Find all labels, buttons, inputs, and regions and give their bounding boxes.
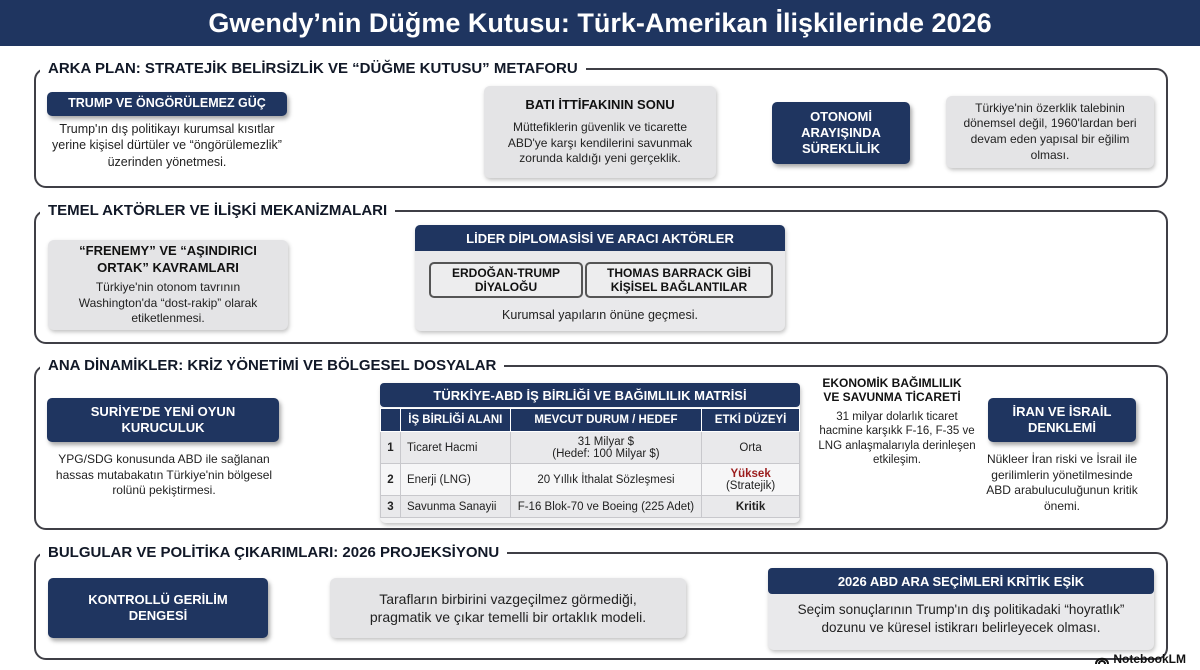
section-actors-title: TEMEL AKTÖRLER VE İLİŞKİ MEKANİZMALARI (40, 202, 396, 219)
iran-text: Nükleer İran riski ve İsrail ile gerilim… (986, 452, 1138, 513)
frenemy-card: “FRENEMY” VE “AŞINDIRICI ORTAK” KAVRAMLA… (48, 240, 288, 330)
economic-text: 31 milyar dolarlık ticaret hacmine karşı… (818, 411, 976, 467)
row-impact: Orta (701, 431, 800, 464)
row-number: 1 (380, 431, 401, 464)
autonomy-label: OTONOMİ ARAYIŞINDA SÜREKLİLİK (772, 102, 910, 164)
matrix-table: İŞ BİRLİĞİ ALANI MEVCUT DURUM / HEDEF ET… (380, 408, 800, 518)
row-impact: Kritik (701, 495, 800, 518)
section-dynamics-title: ANA DİNAMİKLER: KRİZ YÖNETİMİ VE BÖLGESE… (40, 357, 505, 374)
model-card: Tarafların birbirini vazgeçilmez görmedi… (330, 578, 686, 638)
page-header: Gwendy’nin Düğme Kutusu: Türk-Amerikan İ… (0, 0, 1200, 46)
notebooklm-icon (1095, 657, 1110, 665)
row-area: Ticaret Hacmi (399, 431, 511, 464)
frenemy-title: “FRENEMY” VE “AŞINDIRICI ORTAK” KAVRAMLA… (79, 243, 257, 276)
matrix-header-no (380, 408, 401, 432)
section-background-title: ARKA PLAN: STRATEJİK BELİRSİZLİK VE “DÜĞ… (40, 60, 586, 77)
matrix-header-impact: ETKİ DÜZEYİ (701, 408, 800, 432)
notebooklm-logo: NotebookLM (1095, 652, 1186, 666)
leader-footer: Kurumsal yapıların önüne geçmesi. (502, 308, 698, 322)
row-status: 31 Milyar $(Hedef: 100 Milyar $) (509, 431, 703, 464)
leader-card: LİDER DİPLOMASİSİ VE ARACI AKTÖRLER ERDO… (415, 225, 785, 331)
row-area: Enerji (LNG) (399, 463, 511, 496)
row-status-line2: (Hedef: 100 Milyar $) (552, 447, 660, 460)
syria-label: SURİYE'DE YENİ OYUN KURUCULUK (47, 398, 279, 442)
syria-text: YPG/SDG konusunda ABD ile sağlanan hassa… (55, 452, 273, 498)
elections-header: 2026 ABD ARA SEÇİMLERİ KRİTİK EŞİK (768, 568, 1154, 594)
barrack-box: THOMAS BARRACK GİBİ KİŞİSEL BAĞLANTILAR (585, 262, 773, 298)
section-findings-title: BULGULAR VE POLİTİKA ÇIKARIMLARI: 2026 P… (40, 544, 508, 561)
row-number: 3 (380, 495, 401, 518)
row-impact-note: (Stratejik) (725, 479, 776, 492)
row-area: Savunma Sanayii (399, 495, 511, 518)
page-title: Gwendy’nin Düğme Kutusu: Türk-Amerikan İ… (208, 7, 992, 38)
economic-title: EKONOMİK BAĞIMLILIK VE SAVUNMA TİCARETİ (822, 376, 962, 404)
nato-title: BATI İTTİFAKININ SONU (525, 97, 675, 113)
trump-label: TRUMP VE ÖNGÖRÜLEMEZ GÜÇ (47, 92, 287, 116)
row-status-line1: 31 Milyar $ (577, 435, 635, 448)
nato-card: BATI İTTİFAKININ SONU Müttefiklerin güve… (484, 86, 716, 178)
matrix-header-status: MEVCUT DURUM / HEDEF (509, 408, 703, 432)
iran-label: İRAN VE İSRAİL DENKLEMİ (988, 398, 1136, 442)
balance-label: KONTROLLÜ GERİLİM DENGESİ (48, 578, 268, 638)
row-number: 2 (380, 463, 401, 496)
elections-card: 2026 ABD ARA SEÇİMLERİ KRİTİK EŞİK Seçim… (768, 568, 1154, 650)
nato-text: Müttefiklerin güvenlik ve ticarette ABD'… (507, 120, 693, 166)
row-impact: Yüksek(Stratejik) (701, 463, 800, 496)
row-status: F-16 Blok-70 ve Boeing (225 Adet) (509, 495, 703, 518)
erdogan-trump-box: ERDOĞAN-TRUMP DİYALOĞU (429, 262, 583, 298)
row-status: 20 Yıllık İthalat Sözleşmesi (509, 463, 703, 496)
table-row: 2 Enerji (LNG) 20 Yıllık İthalat Sözleşm… (380, 463, 800, 496)
elections-text: Seçim sonuçlarının Trump'ın dış politika… (797, 602, 1125, 635)
matrix-header-area: İŞ BİRLİĞİ ALANI (399, 408, 511, 432)
brand-label: NotebookLM (1113, 652, 1186, 666)
matrix-title: TÜRKİYE-ABD İŞ BİRLİĞİ VE BAĞIMLILIK MAT… (380, 383, 800, 407)
table-row: 1 Ticaret Hacmi 31 Milyar $(Hedef: 100 M… (380, 431, 800, 464)
table-row: 3 Savunma Sanayii F-16 Blok-70 ve Boeing… (380, 495, 800, 518)
frenemy-text: Türkiye'nin otonom tavrının Washington'd… (78, 280, 258, 326)
trump-text: Trump'ın dış politikayı kurumsal kısıtla… (52, 122, 282, 169)
autonomy-text: Türkiye'nin özerklik talebinin dönemsel … (946, 96, 1154, 168)
leader-header: LİDER DİPLOMASİSİ VE ARACI AKTÖRLER (415, 225, 785, 251)
row-impact-level: Yüksek (730, 467, 771, 480)
